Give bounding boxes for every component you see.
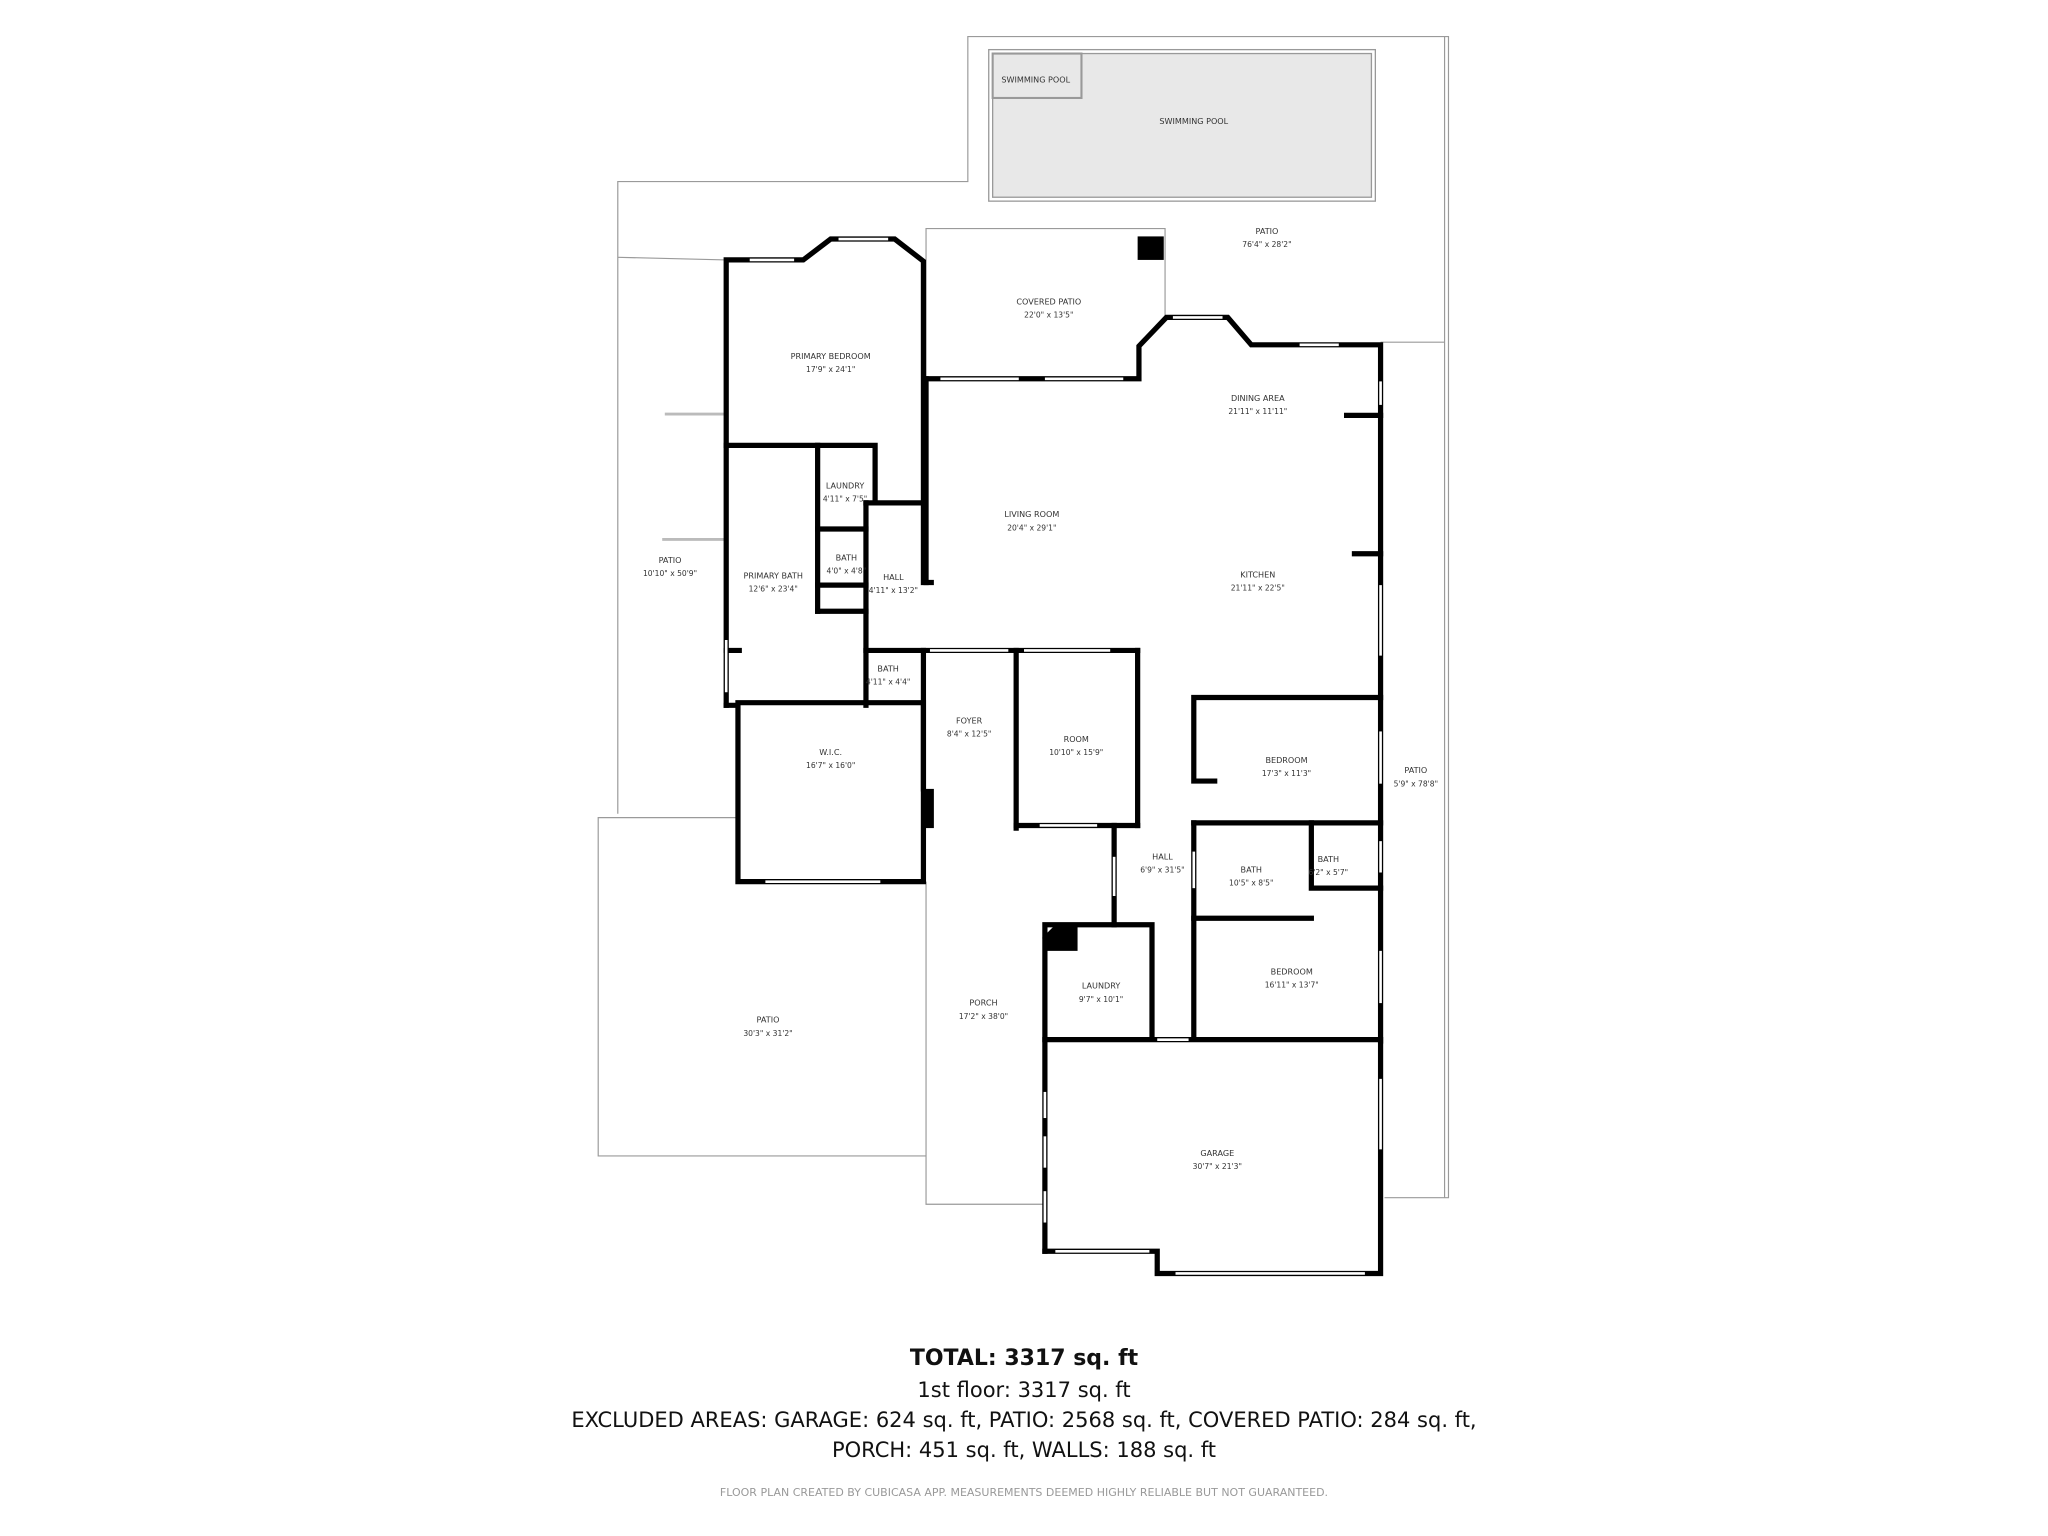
water-heater — [1042, 924, 1078, 951]
room-name-bedroom: BEDROOM — [1271, 966, 1313, 976]
room-name-bath: BATH — [1241, 864, 1262, 874]
room-dims-room: 10'10" x 15'9" — [1049, 748, 1103, 757]
room-name-patio: PATIO — [757, 1015, 780, 1025]
walls — [723, 236, 1384, 1277]
room-dims-hall: 4'11" x 13'2" — [869, 586, 918, 595]
room-dims-covered-patio: 22'0" x 13'5" — [1024, 310, 1073, 319]
room-dims-bath: 4'11" x 4'4" — [866, 677, 910, 686]
room-name-hall: HALL — [883, 572, 904, 582]
room-name-patio: PATIO — [1255, 226, 1278, 236]
room-dims-living-room: 20'4" x 29'1" — [1007, 523, 1056, 532]
windows — [724, 237, 1382, 1275]
room-name-dining-area: DINING AREA — [1231, 393, 1285, 403]
room-name-swimming-pool: SWIMMING POOL — [1001, 74, 1070, 84]
room-name-room: ROOM — [1064, 734, 1089, 744]
room-dims-w-i-c: 16'7" x 16'0" — [806, 761, 855, 770]
room-dims-laundry: 4'11" x 7'5" — [823, 495, 867, 504]
room-name-bath: BATH — [836, 552, 857, 562]
patio-divider — [617, 256, 727, 261]
room-name-laundry: LAUNDRY — [1082, 981, 1120, 991]
porch-outline — [925, 881, 1045, 1205]
chimney — [1137, 236, 1164, 260]
room-name-bedroom: BEDROOM — [1265, 755, 1307, 765]
room-labels: SWIMMING POOL SWIMMING POOL PATIO 76'4" x 2… — [643, 74, 1438, 1171]
room-dims-laundry: 9'7" x 10'1" — [1079, 995, 1123, 1004]
room-dims-primary-bedroom: 17'9" x 24'1" — [806, 365, 855, 374]
room-name-garage: GARAGE — [1200, 1148, 1234, 1158]
room-name-bath: BATH — [1318, 854, 1339, 864]
patio-outline-left — [597, 817, 927, 1157]
total-area: TOTAL: 3317 sq. ft — [909, 1346, 1139, 1371]
room-name-laundry: LAUNDRY — [826, 480, 864, 490]
excluded-areas-line1: EXCLUDED AREAS: GARAGE: 624 sq. ft, PATI… — [571, 1408, 1477, 1432]
room-dims-bath: 6'2" x 5'7" — [1308, 868, 1348, 877]
first-floor-area: 1st floor: 3317 sq. ft — [917, 1378, 1131, 1402]
room-dims-patio: 10'10" x 50'9" — [643, 569, 697, 578]
room-name-primary-bedroom: PRIMARY BEDROOM — [791, 351, 871, 361]
patio-outline-top — [617, 35, 1450, 1199]
room-dims-bath: 10'5" x 8'5" — [1229, 879, 1273, 888]
room-name-kitchen: KITCHEN — [1240, 569, 1275, 579]
room-name-bath: BATH — [877, 663, 898, 673]
excluded-areas-line2: PORCH: 451 sq. ft, WALLS: 188 sq. ft — [831, 1438, 1217, 1462]
room-name-patio: PATIO — [659, 555, 682, 565]
room-dims-foyer: 8'4" x 12'5" — [947, 730, 991, 739]
room-dims-patio: 5'9" x 78'8" — [1394, 779, 1438, 788]
room-dims-primary-bath: 12'6" x 23'4" — [749, 585, 798, 594]
room-name-swimming-pool: SWIMMING POOL — [1159, 116, 1228, 126]
room-name-w-i-c: W.I.C. — [819, 747, 842, 757]
room-dims-bedroom: 17'3" x 11'3" — [1262, 769, 1311, 778]
exterior-outlines — [597, 35, 1450, 1205]
room-dims-patio: 30'3" x 31'2" — [743, 1029, 792, 1038]
room-dims-kitchen: 21'11" x 22'5" — [1231, 583, 1285, 592]
room-dims-garage: 30'7" x 21'3" — [1193, 1162, 1242, 1171]
room-name-patio: PATIO — [1404, 765, 1427, 775]
disclaimer: FLOOR PLAN CREATED BY CUBICASA APP. MEAS… — [719, 1486, 1329, 1499]
room-dims-bath: 4'0" x 4'8" — [827, 566, 867, 575]
room-dims-patio: 76'4" x 28'2" — [1242, 240, 1291, 249]
foyer-column — [923, 788, 934, 829]
room-dims-dining-area: 21'11" x 11'11" — [1228, 407, 1287, 416]
room-dims-bedroom: 16'11" x 13'7" — [1265, 980, 1319, 989]
room-name-hall: HALL — [1152, 851, 1173, 861]
room-name-primary-bath: PRIMARY BATH — [744, 571, 803, 581]
room-name-living-room: LIVING ROOM — [1004, 509, 1059, 519]
room-name-covered-patio: COVERED PATIO — [1016, 296, 1081, 306]
room-name-foyer: FOYER — [956, 716, 983, 726]
room-dims-porch: 17'2" x 38'0" — [959, 1012, 1008, 1021]
room-name-porch: PORCH — [969, 998, 997, 1008]
room-dims-hall: 6'9" x 31'5" — [1140, 865, 1184, 874]
swimming-pool-outer — [988, 48, 1376, 202]
swimming-pool-small — [991, 52, 1083, 100]
